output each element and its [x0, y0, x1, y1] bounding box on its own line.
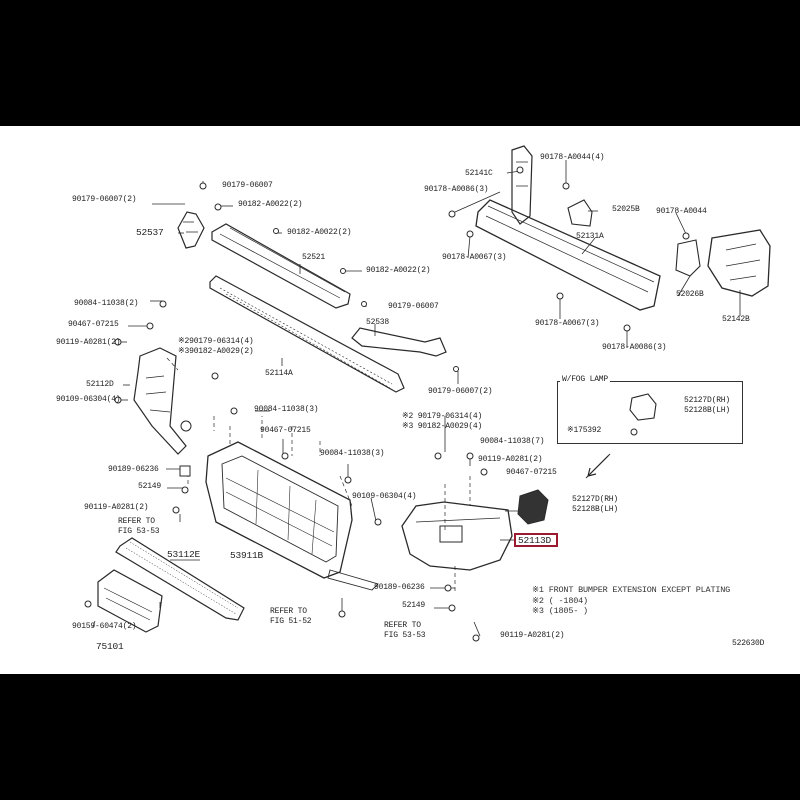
label-90119-A0281-2a: 90119-A0281(2): [56, 338, 121, 347]
label-52112D: 52112D: [86, 380, 114, 389]
label-90178-A0044-r: 90178-A0044: [656, 207, 707, 216]
guide-lines: [166, 357, 471, 591]
highlight-52113D[interactable]: 52113D: [514, 533, 558, 547]
fog-lamp-inset: [557, 381, 743, 444]
label-refer1b: FIG 53-53: [118, 527, 160, 536]
label-90109-06304-4a: 90109-06304(4): [56, 395, 121, 404]
label-90084-11038-3a: 90084-11038(3): [254, 405, 319, 414]
label-90178-A0086-3a: 90178-A0086(3): [424, 185, 489, 194]
note-1: ※1 FRONT BUMPER EXTENSION EXCEPT PLATING: [532, 585, 731, 595]
label-90178-A0044-4: 90178-A0044(4): [540, 153, 605, 162]
label-90178-A0086-3b: 90178-A0086(3): [602, 343, 667, 352]
label-90109-06304-4b: 90109-06304(4): [352, 492, 417, 501]
label-53911B: 53911B: [230, 550, 264, 561]
bracket-52538: [351, 327, 447, 357]
label-52025B: 52025B: [612, 205, 640, 214]
bracket-52025B: [567, 199, 593, 227]
label-52142B: 52142B: [722, 315, 750, 324]
label-refer1a: REFER TO: [118, 517, 155, 526]
fog-cover-52127D: [517, 489, 549, 525]
bracket-52141C: [511, 145, 533, 225]
bumper-extension-52113D: [401, 501, 513, 571]
label-90189-06236b: 90189-06236: [374, 583, 425, 592]
note-3: ※3 (1805- ): [532, 606, 588, 616]
label-90084-11038-7: 90084-11038(7): [480, 437, 545, 446]
label-290179: ※290179-06314(4): [178, 337, 254, 346]
label-refer2b: FIG 51-52: [270, 617, 312, 626]
label-52538: 52538: [366, 318, 390, 327]
label-90179-06007-2b: 90179-06007(2): [428, 387, 493, 396]
label-52114A: 52114A: [265, 369, 293, 378]
diagram-id: 522630D: [732, 639, 765, 648]
label-90182-A0022-2b: 90182-A0022(2): [287, 228, 352, 237]
label-52537: 52537: [136, 227, 164, 238]
bracket-52026B: [675, 239, 701, 277]
inset-label-52127D: 52127D(RH): [684, 396, 731, 405]
side-bracket-52112D: [133, 347, 187, 455]
label-90467-07215-b: 90467-07215: [260, 426, 311, 435]
label-53112E: 53112E: [167, 549, 201, 560]
diagram-drawing: [84, 145, 771, 642]
label-90119-A0281-2d: 90119-A0281(2): [500, 631, 565, 640]
inset-label-52128B: 52128B(LH): [684, 406, 731, 415]
label-refer2a: REFER TO: [270, 607, 307, 616]
label-52128B-a: 52128B(LH): [572, 505, 619, 514]
label-90178-A0067-3b: 90178-A0067(3): [535, 319, 600, 328]
label-52149b: 52149: [402, 601, 426, 610]
label-52131A: 52131A: [576, 232, 604, 241]
label-3-90182: ※3 90182-A0029(4): [402, 422, 483, 431]
retainer-52114A: [209, 275, 405, 393]
label-90179-06007-b: 90179-06007: [388, 302, 439, 311]
note-2: ※2 ( -1804): [532, 596, 588, 606]
label-90119-A0281-2c: 90119-A0281(2): [478, 455, 543, 464]
label-90182-A0022-2c: 90182-A0022(2): [366, 266, 431, 275]
label-52127D-a: 52127D(RH): [572, 495, 619, 504]
label-90467-07215-c: 90467-07215: [506, 468, 557, 477]
bracket-52142B: [707, 229, 771, 297]
label-90467-07215: 90467-07215: [68, 320, 119, 329]
label-52026B: 52026B: [676, 290, 704, 299]
label-90159-60474-2: 90159-60474(2): [72, 622, 137, 631]
inset-drawing: [629, 393, 657, 436]
label-52113D: 52113D: [518, 535, 552, 546]
label-90179-06007: 90179-06007: [222, 181, 273, 190]
label-refer3a: REFER TO: [384, 621, 421, 630]
label-refer3b: FIG 53-53: [384, 631, 426, 640]
label-90182-A0022-2a: 90182-A0022(2): [238, 200, 303, 209]
label-52521: 52521: [302, 253, 326, 262]
label-90084-11038-2: 90084-11038(2): [74, 299, 139, 308]
reinforcement-52521: [211, 223, 351, 309]
label-90189-06236a: 90189-06236: [108, 465, 159, 474]
bracket-52537: [177, 211, 205, 249]
label-390182: ※390182-A0029(2): [178, 347, 254, 356]
label-90179-06007-2a: 90179-06007(2): [72, 195, 137, 204]
label-90084-11038-3b: 90084-11038(3): [320, 449, 385, 458]
parts-diagram: 52113D 52141C 90178-A0044(4) 90178-A0086…: [0, 126, 800, 674]
reinforcement-52131A: [475, 199, 661, 311]
inset-title: W/FOG LAMP: [560, 375, 611, 384]
label-52141C: 52141C: [465, 169, 493, 178]
label-2-90179: ※2 90179-06314(4): [402, 412, 483, 421]
inset-label-175392: ※175392: [567, 426, 602, 435]
label-75101: 75101: [96, 641, 124, 652]
lower-grille-53112E: [115, 537, 245, 621]
label-90119-A0281-2b: 90119-A0281(2): [84, 503, 149, 512]
license-plate-75101: [97, 569, 163, 633]
grille-53911B: [205, 441, 379, 591]
label-52149a: 52149: [138, 482, 162, 491]
label-90178-A0067-3a: 90178-A0067(3): [442, 253, 507, 262]
